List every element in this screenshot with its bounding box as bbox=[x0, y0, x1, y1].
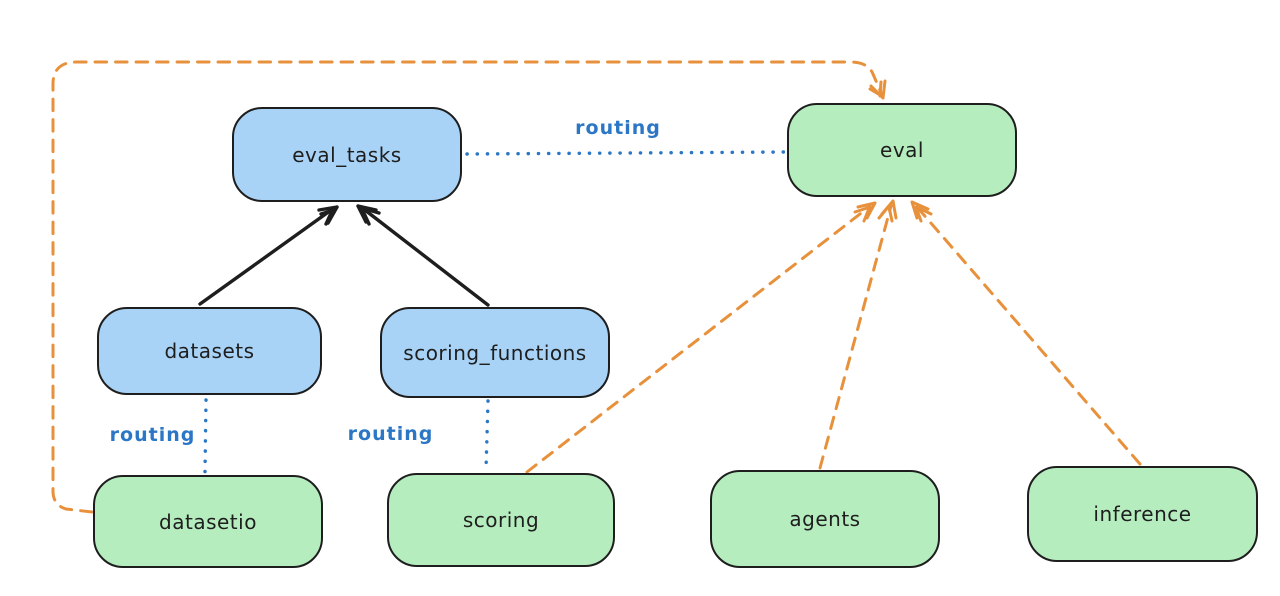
edge-scoring-functions-to-eval-tasks bbox=[356, 204, 490, 307]
edge-datasets-to-eval-tasks bbox=[198, 205, 339, 306]
routing-label-text: routing bbox=[575, 117, 661, 139]
routing-label-text: routing bbox=[109, 424, 196, 446]
node-datasetio-label: datasetio bbox=[159, 509, 257, 534]
node-agents-label: agents bbox=[789, 507, 861, 531]
edge-agents-to-eval bbox=[818, 199, 898, 470]
edge-scoring-to-eval bbox=[525, 201, 877, 474]
edge-inference-to-eval bbox=[910, 200, 1142, 466]
edge-eval-tasks-to-eval bbox=[465, 150, 786, 156]
node-scoring: scoring bbox=[387, 473, 615, 567]
node-inference: inference bbox=[1027, 466, 1258, 562]
node-eval-tasks: eval_tasks bbox=[232, 107, 462, 202]
node-scoring-functions-label: scoring_functions bbox=[403, 340, 587, 365]
node-scoring-functions: scoring_functions bbox=[380, 307, 610, 398]
routing-label-datasets-datasetio: routing bbox=[105, 424, 200, 446]
node-eval-label: eval bbox=[880, 138, 924, 162]
node-eval: eval bbox=[787, 103, 1017, 197]
edge-datasets-to-datasetio bbox=[203, 398, 208, 474]
node-scoring-label: scoring bbox=[462, 508, 540, 532]
routing-label-eval-tasks-eval: routing bbox=[570, 117, 666, 139]
node-eval-tasks-label: eval_tasks bbox=[292, 142, 402, 167]
node-inference-label: inference bbox=[1093, 502, 1192, 526]
routing-label-text: routing bbox=[347, 423, 434, 445]
node-agents: agents bbox=[710, 470, 940, 568]
node-datasets-label: datasets bbox=[164, 339, 255, 363]
edge-datasetio-to-eval bbox=[51, 60, 887, 514]
node-datasetio: datasetio bbox=[93, 475, 323, 568]
node-datasets: datasets bbox=[97, 307, 322, 395]
edge-scoring-functions-to-scoring bbox=[484, 399, 490, 472]
routing-label-scoring-functions-scoring: routing bbox=[343, 423, 438, 445]
